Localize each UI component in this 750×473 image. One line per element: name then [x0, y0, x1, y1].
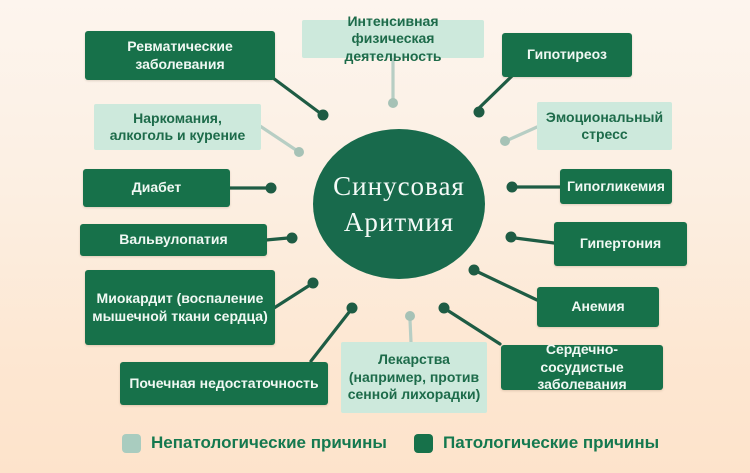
connector-dot-hypoglycemia	[506, 181, 518, 193]
cause-box-emotional-stress: Эмоциональный стресс	[537, 102, 672, 150]
center-topic-line2: Аритмия	[343, 207, 455, 237]
connector-dot-valvulopathy	[286, 232, 298, 244]
connector-hypothyroidism	[475, 73, 515, 112]
cause-box-cardiovascular-diseases: Сердечно-сосудистые заболевания	[501, 341, 663, 392]
connector-valvulopathy	[264, 236, 290, 242]
cause-box-hypertension: Гипертония	[554, 222, 687, 266]
cause-box-drugs-alcohol-smoking: Наркомания, алкоголь и курение	[94, 104, 261, 150]
cause-box-diabetes: Диабет	[83, 169, 230, 207]
legend-swatch-pathological-icon	[414, 433, 433, 453]
connector-dot-hypothyroidism	[473, 106, 485, 118]
connector-dot-hypertension	[505, 231, 517, 243]
center-topic-line1: Синусовая	[333, 170, 465, 201]
connector-dot-intense-physical-activity	[388, 98, 398, 108]
cause-box-hypothyroidism: Гипотиреоз	[502, 33, 632, 77]
cause-box-valvulopathy: Вальвулопатия	[80, 224, 267, 256]
connector-dot-myocarditis	[307, 277, 319, 289]
cause-box-medication: Лекарства (например, против сенной лихор…	[341, 342, 487, 413]
connector-cardiovascular-diseases	[445, 308, 502, 346]
cause-box-myocarditis: Миокардит (воспаление мышечной ткани сер…	[85, 270, 275, 345]
legend-label-non-pathological: Непатологические причины	[151, 433, 387, 452]
connector-dot-cardiovascular-diseases	[438, 302, 450, 314]
connector-dot-rheumatic-diseases	[317, 109, 329, 121]
cause-box-rheumatic-diseases: Ревматические заболевания	[85, 31, 275, 80]
connector-medication	[408, 318, 413, 344]
connector-myocarditis	[272, 283, 312, 310]
connector-dot-anemia	[468, 264, 480, 276]
cause-box-renal-failure: Почечная недостаточность	[120, 362, 328, 405]
connector-drugs-alcohol-smoking	[258, 124, 298, 152]
connector-dot-diabetes	[265, 182, 277, 194]
connector-dot-emotional-stress	[500, 136, 510, 146]
connector-hypertension	[513, 236, 556, 245]
connector-dot-renal-failure	[346, 302, 358, 314]
connector-rheumatic-diseases	[271, 76, 322, 115]
center-topic-ellipse: Синусовая Аритмия	[313, 129, 485, 279]
cause-box-hypoglycemia: Гипогликемия	[560, 169, 672, 204]
connector-emotional-stress	[506, 125, 539, 142]
connector-dot-drugs-alcohol-smoking	[294, 147, 304, 157]
legend-label-pathological: Патологические причины	[443, 433, 660, 452]
cause-box-intense-physical-activity: Интенсивная физическая деятельность	[302, 13, 484, 64]
legend-item-non-pathological: Непатологические причины	[122, 433, 387, 453]
legend-swatch-non-pathological-icon	[122, 433, 141, 453]
connector-anemia	[476, 270, 539, 302]
legend-item-pathological: Патологические причины	[414, 433, 659, 453]
connector-dot-medication	[405, 311, 415, 321]
cause-box-anemia: Анемия	[537, 287, 659, 327]
